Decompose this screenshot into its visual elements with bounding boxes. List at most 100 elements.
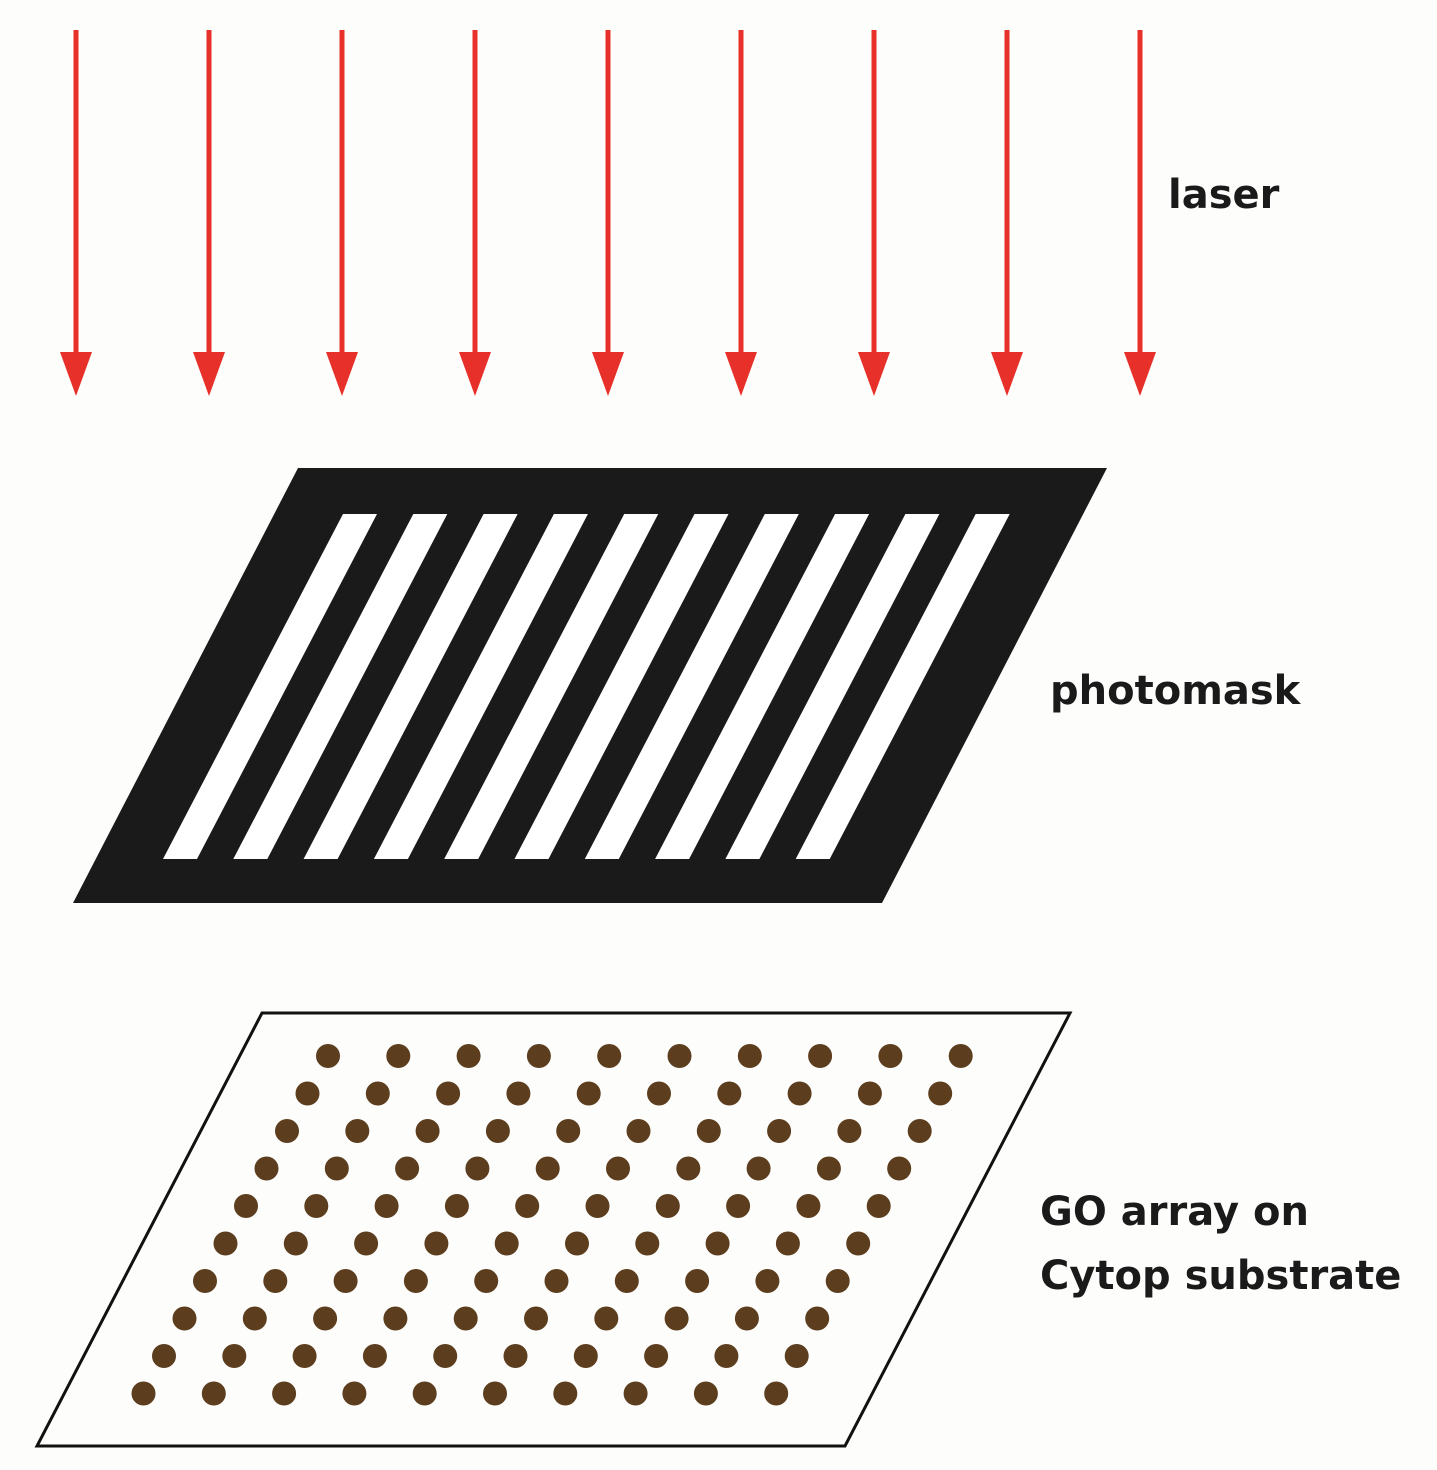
go-dot (755, 1269, 780, 1293)
go-dot (635, 1231, 660, 1256)
photomask-slit (725, 514, 940, 859)
cytop-substrate (34, 1011, 1073, 1448)
go-dot (696, 1119, 721, 1143)
laser-arrow-head (1124, 352, 1156, 396)
photomask-label: photomask (1050, 668, 1301, 714)
go-dot (483, 1381, 507, 1406)
go-dot (857, 1081, 882, 1106)
photomask-slit (444, 514, 659, 859)
go-dot (333, 1269, 358, 1293)
go-dot (734, 1306, 759, 1331)
go-dot (362, 1344, 387, 1368)
photomask-slit (655, 514, 870, 859)
photomask-slits (163, 514, 1010, 859)
substrate-label-line1: GO array on (1040, 1189, 1309, 1235)
go-dot (787, 1081, 812, 1106)
photomask-slit (163, 514, 377, 859)
laser-beam-arrows (60, 30, 1156, 396)
go-dot (746, 1156, 771, 1181)
laser-arrow (193, 30, 225, 396)
go-dot (614, 1269, 639, 1293)
go-dot (647, 1081, 671, 1106)
photomask-slit (233, 514, 448, 859)
go-dot (717, 1081, 742, 1106)
go-dot (866, 1194, 891, 1218)
go-dot (395, 1156, 420, 1181)
go-dot (655, 1194, 680, 1218)
go-dot (664, 1306, 689, 1331)
go-dot (152, 1344, 176, 1368)
go-dot (553, 1381, 578, 1406)
substrate-label-line2: Cytop substrate (1040, 1253, 1402, 1299)
go-dot (324, 1156, 349, 1181)
go-dot (316, 1044, 340, 1068)
go-dot (283, 1231, 308, 1256)
go-dot (907, 1119, 932, 1143)
go-dot (585, 1194, 610, 1218)
go-dot (805, 1306, 830, 1331)
go-dot (737, 1044, 762, 1068)
laser-arrow (725, 30, 757, 396)
go-dot (465, 1156, 490, 1181)
go-dot (383, 1306, 408, 1331)
go-dot (825, 1269, 850, 1293)
laser-arrow-head (60, 352, 92, 396)
photomask-layer (73, 468, 1107, 903)
laser-arrow (326, 30, 358, 396)
go-dot (386, 1044, 411, 1068)
go-dot (524, 1306, 548, 1331)
go-dot (928, 1081, 953, 1106)
laser-label: laser (1168, 172, 1280, 218)
go-dot (172, 1306, 197, 1331)
go-dot (494, 1231, 519, 1256)
go-dot (506, 1081, 531, 1106)
go-dot (565, 1231, 589, 1256)
go-dot (474, 1269, 499, 1293)
go-dot (433, 1344, 458, 1368)
go-dot (254, 1156, 279, 1181)
photomask-slit (795, 514, 1010, 859)
go-dot (948, 1044, 973, 1068)
go-dot (201, 1381, 226, 1406)
laser-arrow (459, 30, 491, 396)
laser-arrow-head (991, 352, 1023, 396)
go-dot (606, 1156, 630, 1181)
go-dot (131, 1381, 156, 1406)
laser-arrow-head (858, 352, 890, 396)
photomask-slit (373, 514, 588, 859)
go-dot (234, 1194, 258, 1218)
go-dot (403, 1269, 428, 1293)
go-dot (784, 1344, 809, 1368)
go-dot (714, 1344, 739, 1368)
go-dot (503, 1344, 528, 1368)
go-dot (263, 1269, 288, 1293)
go-dot (412, 1381, 437, 1406)
laser-arrow (858, 30, 890, 396)
go-dot (705, 1231, 730, 1256)
go-dot (424, 1231, 449, 1256)
go-dot (576, 1081, 601, 1106)
go-dot (623, 1381, 648, 1406)
go-dot (887, 1156, 912, 1181)
laser-arrow-head (326, 352, 358, 396)
go-dot (272, 1381, 297, 1406)
laser-arrow (1124, 30, 1156, 396)
go-dot (775, 1231, 800, 1256)
go-dot (304, 1194, 329, 1218)
go-dot (676, 1156, 701, 1181)
laser-arrow-head (193, 352, 225, 396)
go-dot (453, 1306, 478, 1331)
go-dot (556, 1119, 581, 1143)
go-dot (693, 1381, 718, 1406)
substrate-label: GO array on Cytop substrate (1040, 1180, 1401, 1308)
laser-arrow (592, 30, 624, 396)
go-dot (535, 1156, 560, 1181)
go-dot (837, 1119, 862, 1143)
go-dot (526, 1044, 551, 1068)
substrate-outline (34, 1011, 1073, 1448)
go-dot (345, 1119, 370, 1143)
laser-arrow-head (725, 352, 757, 396)
photomask-slit (514, 514, 729, 859)
laser-arrow (991, 30, 1023, 396)
